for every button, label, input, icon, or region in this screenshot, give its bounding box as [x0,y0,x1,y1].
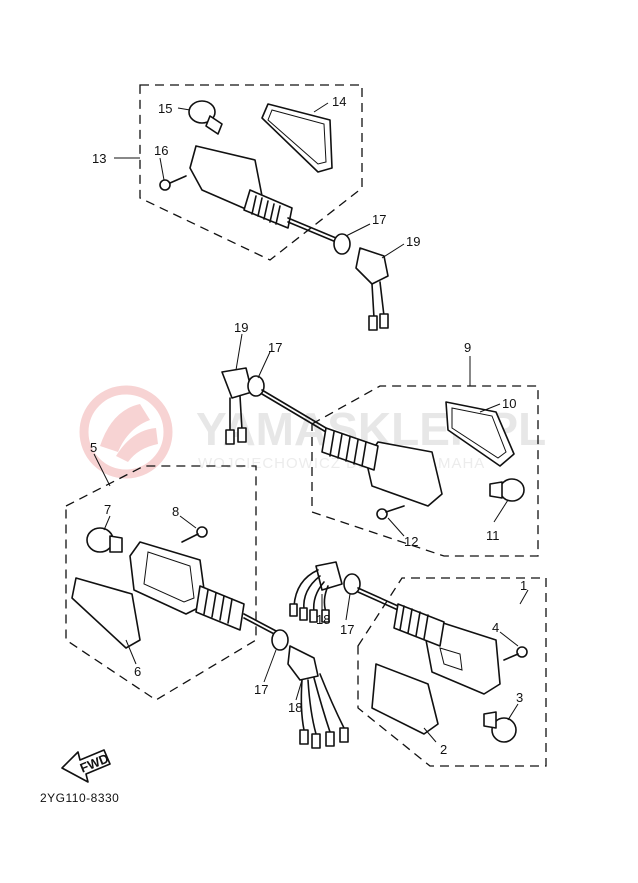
callout-14: 14 [332,94,346,109]
screw-12 [376,505,405,520]
grommet-19-upper [355,247,389,331]
screw-8 [181,526,208,543]
callout-17-lower-left: 17 [254,682,268,697]
callout-19-upper: 19 [406,234,420,249]
fwd-arrow-icon: FWD [61,749,111,783]
callout-17-upper: 17 [372,212,386,227]
cable-lower-middle [289,561,399,623]
callout-7: 7 [104,502,111,517]
bulb-15 [188,100,223,135]
callout-19-middle: 19 [234,320,248,335]
callout-11: 11 [486,528,500,543]
callout-16: 16 [154,143,168,158]
callout-18-lower-middle: 18 [316,612,330,627]
callout-13: 13 [92,151,106,166]
callout-12: 12 [404,534,418,549]
callout-10: 10 [502,396,516,411]
housing-9 [321,427,443,507]
callout-17-lower-middle: 17 [340,622,354,637]
grommet-17-upper [333,233,351,255]
lens-6 [71,577,141,649]
cable-lower-left [271,629,349,749]
callout-3: 3 [516,690,523,705]
lens-10 [445,401,515,467]
bulb-3 [483,711,517,743]
callout-17-middle: 17 [268,340,282,355]
housing-1 [393,603,501,695]
callout-labels: 1 2 3 4 5 6 7 8 9 10 11 12 13 14 15 16 1… [90,94,527,757]
screw-16 [159,175,187,191]
housing-13 [189,145,337,243]
screw-4 [503,646,528,661]
part-code: 2YG110-8330 [40,791,119,805]
callout-18-lower-left: 18 [288,700,302,715]
callout-1: 1 [520,578,527,593]
callout-9: 9 [464,340,471,355]
fwd-label: FWD [78,751,111,776]
watermark-logo-icon [79,385,173,479]
assembly-13 [139,84,389,331]
callout-4: 4 [492,620,499,635]
callout-2: 2 [440,742,447,757]
callout-15: 15 [158,101,172,116]
assembly-9 [311,385,539,557]
assembly-1 [357,577,547,767]
lens-14 [261,103,333,173]
leader-lines [93,102,529,743]
bulb-11 [489,478,525,502]
housing-5 [129,541,279,637]
callout-6: 6 [134,664,141,679]
callout-8: 8 [172,504,179,519]
callout-5: 5 [90,440,97,455]
assembly-5 [65,465,279,701]
lens-2 [371,663,439,735]
bulb-7 [86,527,123,553]
